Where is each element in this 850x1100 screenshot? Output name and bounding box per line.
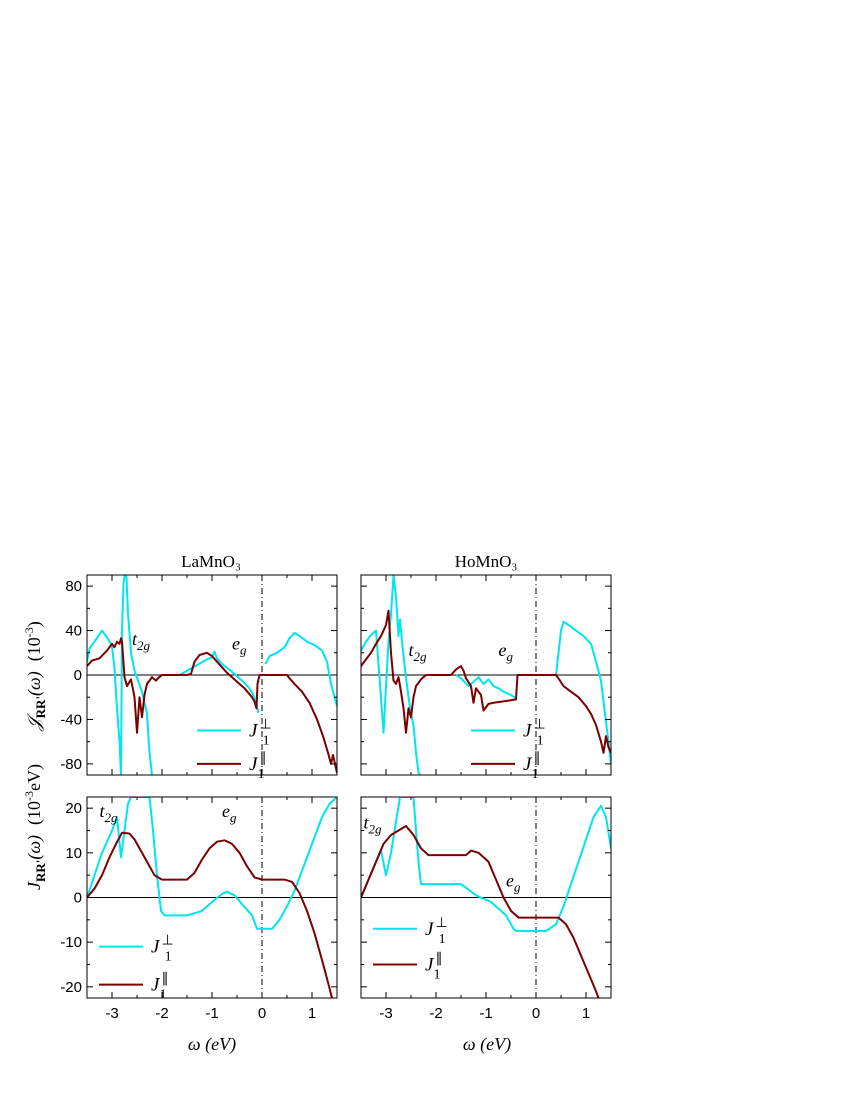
- y-tick-label: -10: [60, 934, 82, 951]
- x-tick-label: -2: [429, 1005, 442, 1022]
- title-lamno3: LaMnO₃: [181, 552, 241, 571]
- series-group: [361, 797, 611, 998]
- legend-label-perp: J⊥1: [249, 718, 272, 749]
- legend: J⊥1J∥1: [471, 718, 546, 782]
- series-group: [87, 797, 337, 998]
- y-tick-label: 20: [65, 800, 82, 817]
- x-label-left: ω (eV): [188, 1034, 236, 1055]
- series-line-perp-0: [87, 797, 337, 930]
- legend-label-par: J∥1: [249, 751, 266, 782]
- x-tick-label: 1: [308, 1005, 316, 1022]
- series-line-par-1: [87, 831, 333, 998]
- y-tick-label: -20: [60, 979, 82, 996]
- annotation-label: t2g: [409, 640, 428, 664]
- series-line-perp-0: [361, 797, 611, 932]
- x-tick-label: 1: [582, 1005, 590, 1022]
- y-tick-label: 10: [65, 845, 82, 862]
- legend-label-par: J∥1: [151, 972, 168, 1003]
- annotation-label: t2g: [132, 629, 151, 653]
- x-tick-label: -1: [479, 1005, 492, 1022]
- legend-label-perp: J⊥1: [425, 916, 448, 947]
- annotation-label: eg: [222, 801, 237, 825]
- series-line-par-3: [87, 637, 337, 774]
- legend: J⊥1J∥1: [197, 718, 272, 782]
- x-label-right: ω (eV): [463, 1034, 511, 1055]
- annotation-label: t2g: [100, 801, 119, 825]
- annotation-label: eg: [499, 640, 514, 664]
- series-line-perp-1: [455, 674, 517, 700]
- x-tick-label: 0: [258, 1005, 266, 1022]
- annotation-label: t2g: [364, 812, 383, 836]
- x-tick-label: -2: [155, 1005, 168, 1022]
- x-tick-label: 0: [532, 1005, 540, 1022]
- series-line-perp-2: [264, 631, 337, 707]
- y-tick-label: -40: [60, 711, 82, 728]
- legend-label-perp: J⊥1: [151, 934, 174, 965]
- x-tick-label: -1: [205, 1005, 218, 1022]
- series-line-perp-0: [87, 575, 153, 775]
- series-group: [87, 575, 337, 775]
- annotation-label: eg: [506, 870, 521, 894]
- y-tick-label: -80: [60, 756, 82, 773]
- y-tick-label: 0: [74, 667, 82, 684]
- series-group: [361, 575, 611, 775]
- series-line-par-3: [361, 609, 611, 754]
- series-line-perp-2: [555, 620, 611, 765]
- series-line-par-1: [361, 825, 600, 998]
- legend-label-par: J∥1: [523, 751, 540, 782]
- x-tick-label: -3: [105, 1005, 118, 1022]
- svg-text:𝒥RR'(ω)(10-3): 𝒥RR'(ω)(10-3): [22, 621, 48, 732]
- legend-label-perp: J⊥1: [523, 718, 546, 749]
- y-tick-label: 40: [65, 623, 82, 640]
- series-line-perp-1: [179, 650, 260, 714]
- y-label-top: 𝒥RR'(ω)(10-3): [22, 621, 48, 732]
- svg-text:JRR'(ω)(10-3eV): JRR'(ω)(10-3eV): [22, 764, 48, 890]
- legend: J⊥1J∥1: [99, 934, 174, 1003]
- title-homno3: HoMnO₃: [455, 552, 518, 571]
- legend: J⊥1J∥1: [373, 916, 448, 983]
- legend-label-par: J∥1: [425, 952, 442, 983]
- y-tick-label: 0: [74, 890, 82, 907]
- y-tick-label: 80: [65, 578, 82, 595]
- series-line-perp-0: [361, 575, 421, 775]
- y-label-bottom: JRR'(ω)(10-3eV): [22, 764, 48, 890]
- annotation-label: eg: [232, 633, 247, 657]
- x-tick-label: -3: [379, 1005, 392, 1022]
